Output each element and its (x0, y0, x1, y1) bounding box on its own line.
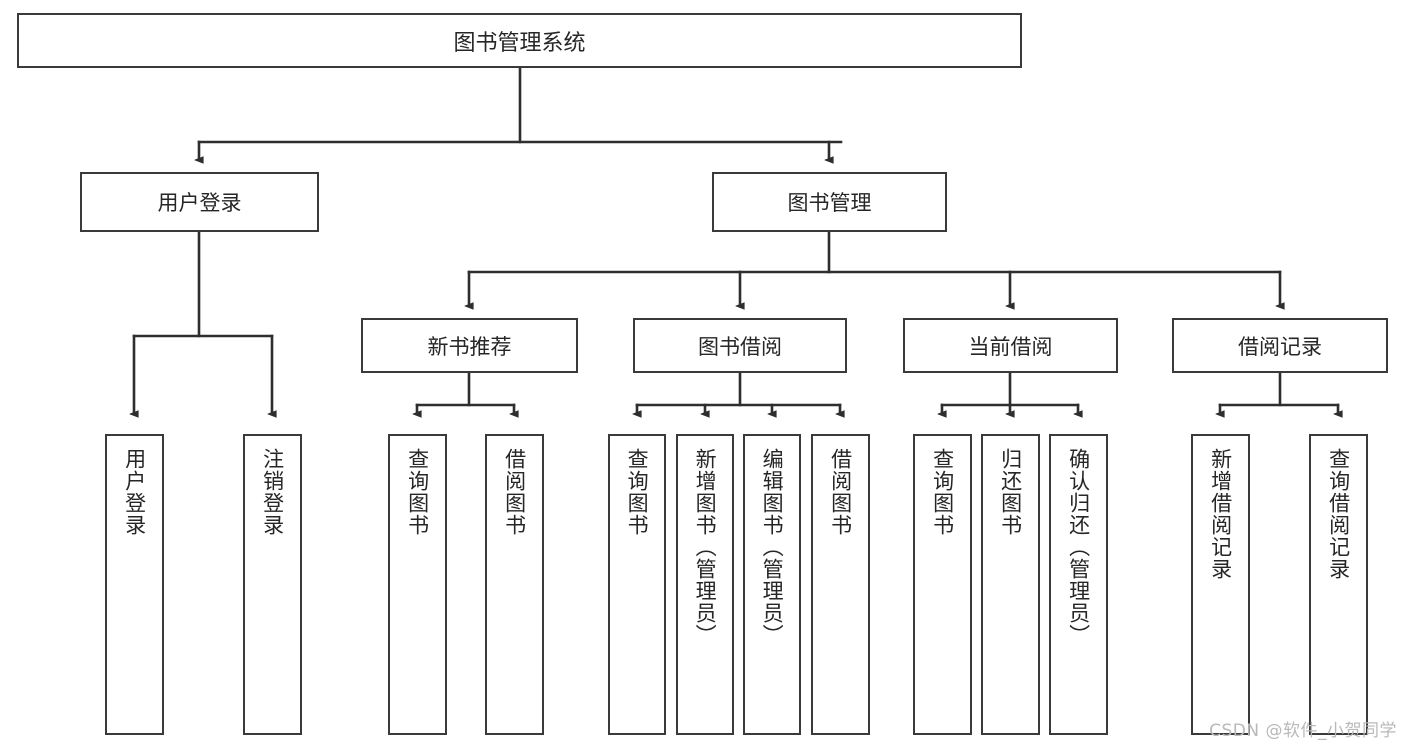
leaf-query-book-borrow[interactable]: 查询图书 (608, 434, 666, 735)
leaf-borrow-book[interactable]: 借阅图书 (811, 434, 870, 735)
node-label: 图书管理系统 (453, 30, 586, 56)
leaf-user-login[interactable]: 用户登录 (105, 434, 164, 735)
node-label: 借阅记录 (1238, 334, 1322, 359)
watermark: CSDN @软件_小贺同学 (1209, 721, 1397, 741)
node-current-borrow[interactable]: 当前借阅 (903, 318, 1118, 373)
node-label: 注销登录 (260, 448, 285, 536)
node-book-management[interactable]: 图书管理 (712, 172, 947, 232)
node-borrow-record[interactable]: 借阅记录 (1172, 318, 1388, 373)
node-user-login[interactable]: 用户登录 (80, 172, 319, 232)
node-label: 图书借阅 (698, 334, 782, 359)
node-label: 确认归还（管理员） (1066, 448, 1091, 646)
leaf-return-book[interactable]: 归还图书 (981, 434, 1040, 735)
leaf-query-book-current[interactable]: 查询图书 (913, 434, 972, 735)
leaf-add-book-admin[interactable]: 新增图书（管理员） (676, 434, 734, 735)
node-label: 用户登录 (157, 191, 242, 215)
node-label: 归还图书 (998, 448, 1023, 536)
node-new-book-recommend[interactable]: 新书推荐 (361, 318, 578, 373)
node-label: 新增图书（管理员） (693, 448, 718, 646)
node-root-book-management-system[interactable]: 图书管理系统 (17, 13, 1022, 68)
node-book-borrow[interactable]: 图书借阅 (633, 318, 847, 373)
leaf-borrow-book-recommend[interactable]: 借阅图书 (485, 434, 544, 735)
leaf-confirm-return-admin[interactable]: 确认归还（管理员） (1049, 434, 1108, 735)
leaf-add-borrow-record[interactable]: 新增借阅记录 (1191, 434, 1250, 735)
node-label: 查询图书 (625, 448, 650, 536)
node-label: 借阅图书 (828, 448, 853, 536)
node-label: 新增借阅记录 (1208, 448, 1233, 580)
node-label: 图书管理 (787, 191, 872, 215)
leaf-query-borrow-record[interactable]: 查询借阅记录 (1309, 434, 1368, 735)
node-label: 查询图书 (405, 448, 430, 536)
node-label: 用户登录 (122, 448, 147, 536)
node-label: 当前借阅 (968, 334, 1053, 359)
node-label: 新书推荐 (427, 334, 512, 359)
leaf-logout-login[interactable]: 注销登录 (243, 434, 302, 735)
leaf-query-book-recommend[interactable]: 查询图书 (388, 434, 447, 735)
node-label: 查询图书 (930, 448, 955, 536)
node-label: 查询借阅记录 (1326, 448, 1351, 580)
node-label: 借阅图书 (502, 448, 527, 536)
leaf-edit-book-admin[interactable]: 编辑图书（管理员） (743, 434, 801, 735)
node-label: 编辑图书（管理员） (760, 448, 785, 646)
